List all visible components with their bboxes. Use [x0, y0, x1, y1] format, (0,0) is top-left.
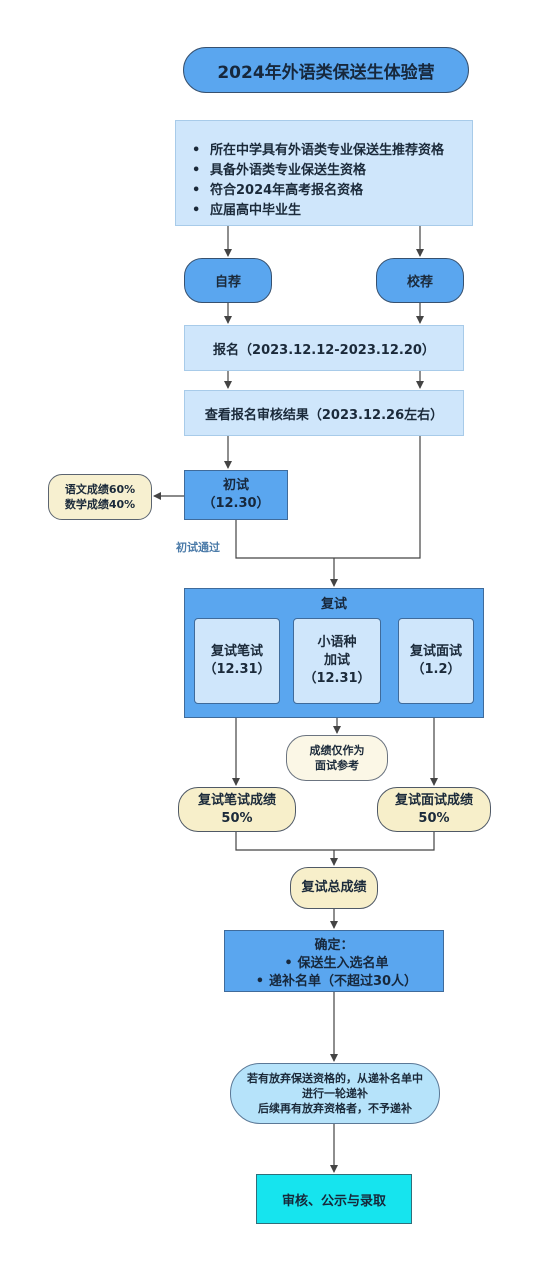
- confirm-node: 确定： •保送生入选名单 •递补名单（不超过30人）: [224, 930, 444, 992]
- retest-written-node: 复试笔试 （12.31）: [194, 618, 280, 704]
- self-recommend-node: 自荐: [184, 258, 272, 303]
- requirement-item: 具备外语类专业保送生资格: [192, 161, 472, 181]
- written-score-node: 复试笔试成绩 50%: [178, 787, 296, 832]
- school-recommend-node: 校荐: [376, 258, 464, 303]
- reference-only-note: 成绩仅作为 面试参考: [286, 735, 388, 781]
- diagram-title: 2024年外语类保送生体验营: [183, 47, 469, 93]
- prelim-exam-node: 初试 （12.30）: [184, 470, 288, 520]
- requirements-list: 所在中学具有外语类专业保送生推荐资格 具备外语类专业保送生资格 符合2024年高…: [176, 121, 472, 221]
- review-result-node: 查看报名审核结果（2023.12.26左右）: [184, 390, 464, 436]
- prelim-weights-note: 语文成绩60% 数学成绩40%: [48, 474, 152, 520]
- total-score-node: 复试总成绩: [290, 867, 378, 909]
- minor-language-test-node: 小语种 加试 （12.31）: [293, 618, 381, 704]
- interview-score-node: 复试面试成绩 50%: [377, 787, 491, 832]
- confirm-item: •递补名单（不超过30人）: [255, 974, 418, 989]
- retest-interview-node: 复试面试 （1.2）: [398, 618, 474, 704]
- confirm-title: 确定：: [314, 938, 354, 953]
- substitute-rule-note: 若有放弃保送资格的，从递补名单中 进行一轮递补 后续再有放弃资格者，不予递补: [230, 1063, 440, 1124]
- requirement-item: 符合2024年高考报名资格: [192, 181, 472, 201]
- retest-title: 复试: [320, 596, 347, 612]
- requirement-item: 应届高中毕业生: [192, 201, 472, 221]
- prelim-pass-label: 初试通过: [176, 541, 220, 554]
- confirm-item: •保送生入选名单: [284, 956, 389, 971]
- final-admission-node: 审核、公示与录取: [256, 1174, 412, 1224]
- eligibility-requirements-box: 所在中学具有外语类专业保送生推荐资格 具备外语类专业保送生资格 符合2024年高…: [175, 120, 473, 226]
- signup-node: 报名（2023.12.12-2023.12.20）: [184, 325, 464, 371]
- requirement-item: 所在中学具有外语类专业保送生推荐资格: [192, 141, 472, 161]
